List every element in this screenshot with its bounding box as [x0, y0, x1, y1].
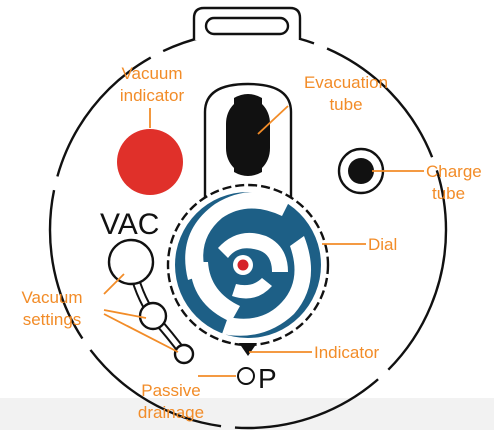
evacuation-port: [203, 82, 293, 207]
vacuum-settings-label-1: Vacuum: [21, 288, 82, 307]
vacuum-settings-label-2: settings: [23, 310, 82, 329]
charge-tube-label-1: Charge: [426, 162, 482, 181]
vacuum-setting-high[interactable]: [107, 238, 155, 286]
dial-label: Dial: [368, 235, 397, 254]
handle-slot: [204, 16, 290, 36]
passive-drainage-label-2: drainage: [138, 403, 204, 422]
evacuation-tube-label-1: Evacuation: [304, 73, 388, 92]
evacuation-tube-opening: [226, 94, 270, 176]
vacuum-indicator-label-2: indicator: [120, 86, 185, 105]
dial[interactable]: [166, 183, 330, 347]
charge-tube-label-2: tube: [432, 184, 465, 203]
three-arm-swirl-icon: [185, 191, 312, 336]
charge-port: [337, 147, 385, 195]
evacuation-tube-label-2: tube: [329, 95, 362, 114]
charge-tube-opening: [348, 158, 374, 184]
p-marking: P: [258, 363, 277, 394]
vac-marking: VAC: [100, 208, 159, 241]
vacuum-indicator: [117, 129, 183, 195]
passive-drainage-marker: [237, 367, 255, 385]
bottom-strip: [0, 398, 494, 430]
vacuum-indicator-label-1: Vacuum: [121, 64, 182, 83]
passive-drainage-label-1: Passive: [141, 381, 201, 400]
vacuum-setting-medium[interactable]: [138, 301, 168, 331]
indicator-label: Indicator: [314, 343, 380, 362]
top-handle: [192, 6, 302, 40]
leader-lines: [103, 105, 424, 377]
vacuum-setting-low[interactable]: [173, 343, 195, 365]
dial-center: [237, 259, 249, 271]
triangle-pointer-icon: [239, 343, 257, 356]
